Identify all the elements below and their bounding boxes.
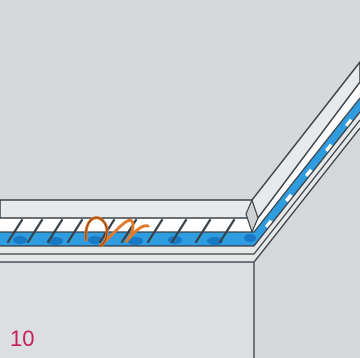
- step-number: 10: [10, 327, 34, 351]
- left-wall-surface: [0, 262, 254, 358]
